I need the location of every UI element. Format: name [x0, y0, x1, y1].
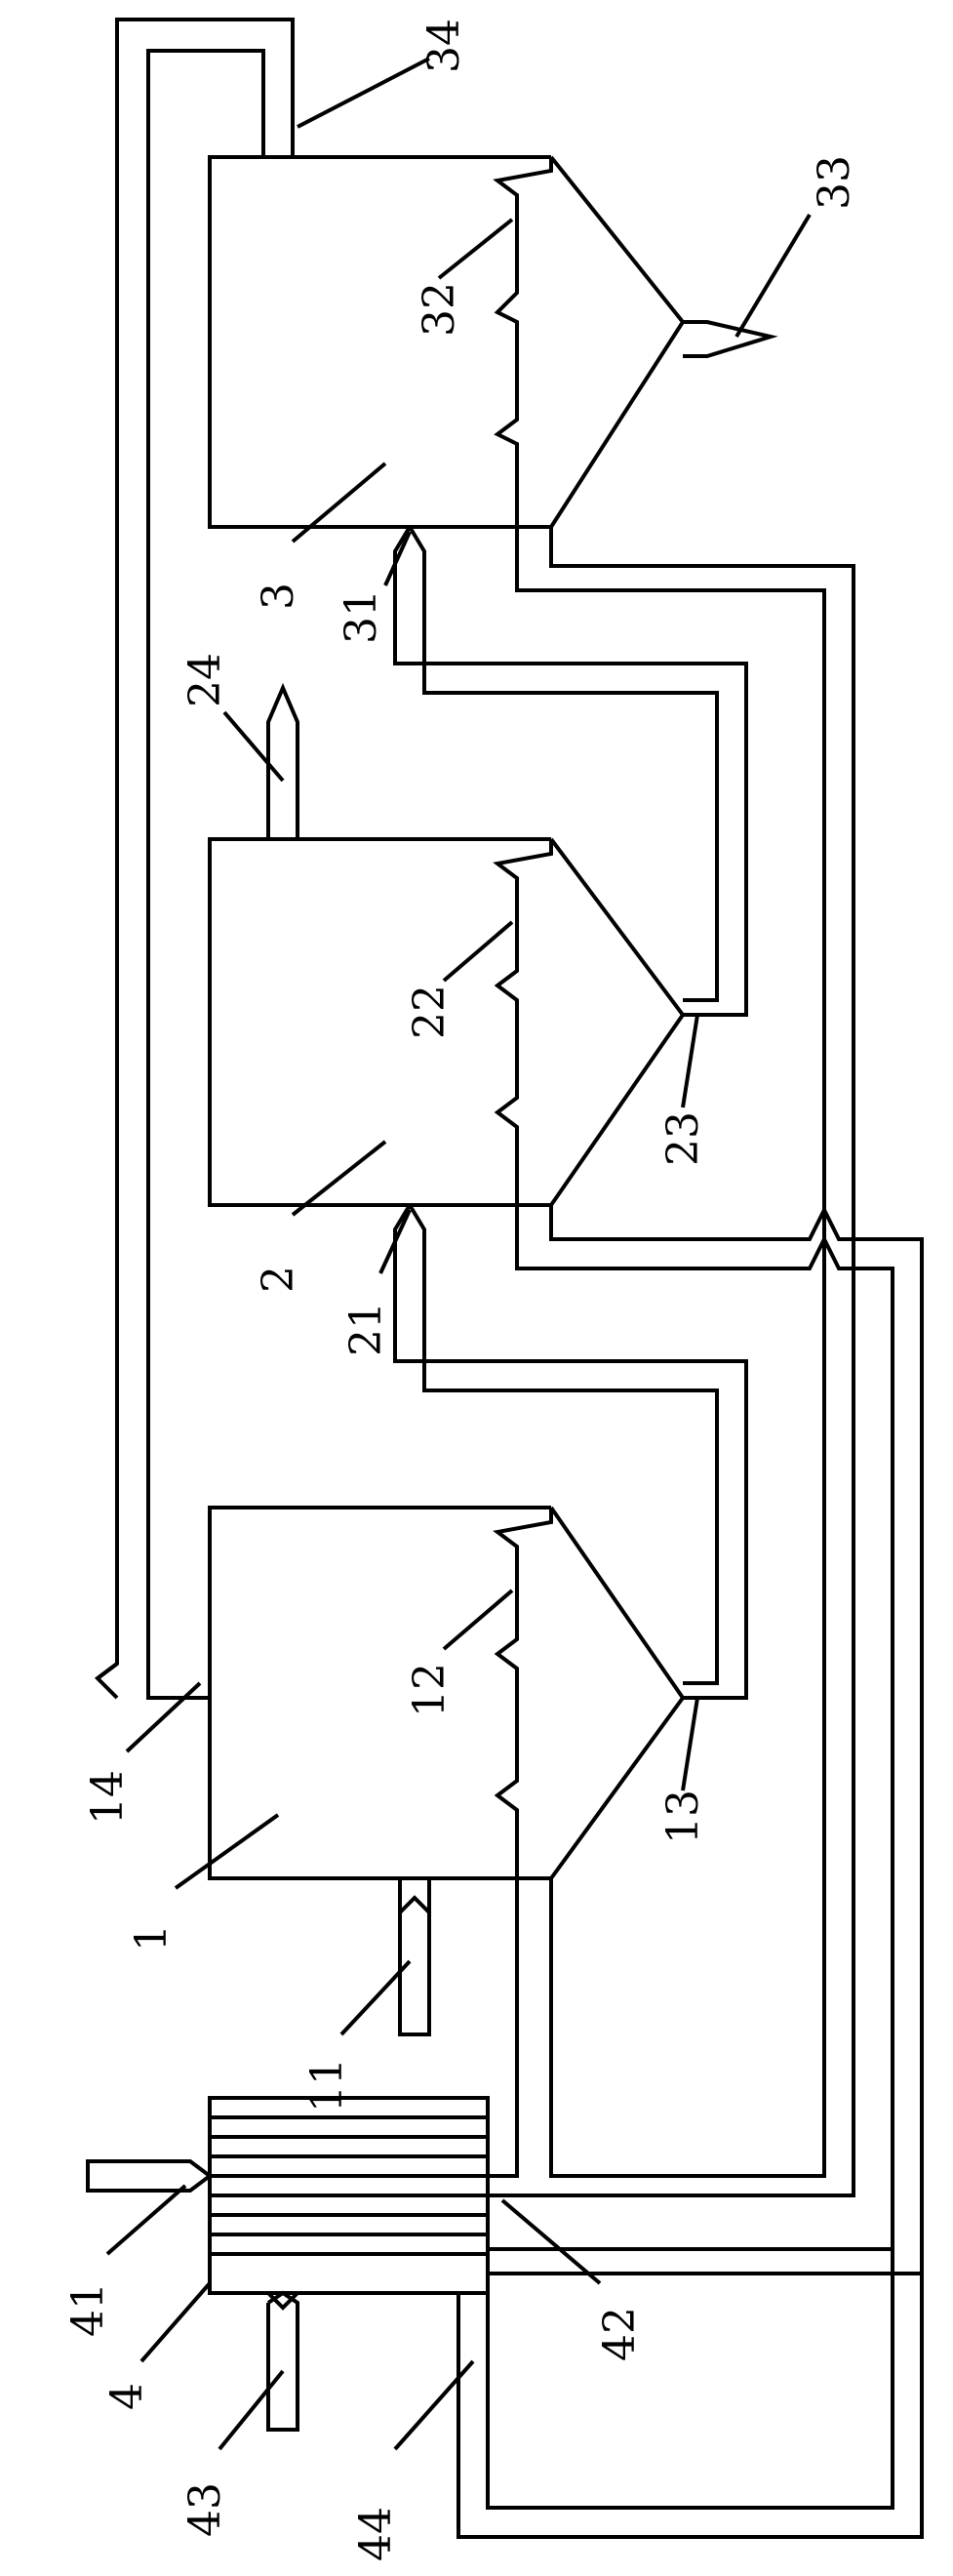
pipe-44-outer: [457, 2274, 924, 2539]
label-44: 44: [351, 2507, 401, 2561]
heat-exchanger-4: [208, 2096, 490, 2295]
outlet-14: [96, 1662, 119, 1680]
pipe-vessel-3-inner: [515, 527, 826, 2178]
label-42: 42: [595, 2307, 645, 2361]
pipe-13-21-outer: [393, 1203, 748, 1700]
label-22: 22: [405, 985, 455, 1039]
pipe-34-outer: [94, 18, 295, 1700]
label-31: 31: [337, 589, 386, 644]
label-3: 3: [254, 583, 303, 610]
outlet-33: [683, 320, 778, 358]
label-1: 1: [127, 1924, 177, 1952]
outlet-24: [266, 682, 299, 839]
pipe-44-inner: [486, 2249, 894, 2510]
label-23: 23: [658, 1111, 708, 1166]
label-13: 13: [658, 1790, 708, 1844]
label-12: 12: [405, 1663, 455, 1717]
label-4: 4: [102, 2383, 152, 2410]
label-41: 41: [63, 2282, 113, 2337]
pipe-vessel-2-inner: [488, 1205, 924, 2275]
label-2: 2: [254, 1266, 303, 1293]
separator-32: [493, 157, 553, 527]
label-33: 33: [810, 155, 859, 210]
label-11: 11: [302, 2058, 352, 2113]
label-24: 24: [180, 653, 230, 707]
labels: 34 32 33 3 31 24 22 23 2 21 12 13 14 1 1…: [63, 19, 859, 2561]
label-43: 43: [180, 2482, 230, 2537]
pipe-42-to-vessel-3: [488, 527, 855, 2197]
pipe-23-31-outer: [393, 525, 748, 1017]
inlet-41: [86, 2159, 214, 2193]
label-32: 32: [415, 282, 464, 337]
pipe-42-to-vessel-1: [488, 1878, 519, 2178]
separator-12: [493, 1508, 553, 1878]
separator-22: [493, 839, 553, 1205]
inlet-11: [398, 1878, 431, 2036]
vessel-3: [208, 155, 686, 529]
pipe-vessel-2-outer: [488, 1205, 894, 2251]
pipe-23-31-inner: [408, 525, 719, 1002]
inlet-43: [266, 2290, 299, 2432]
label-14: 14: [83, 1770, 133, 1825]
pipe-34-inner: [146, 49, 265, 1700]
pipe-13-21-inner: [408, 1203, 719, 1685]
label-21: 21: [341, 1302, 391, 1356]
label-34: 34: [419, 19, 469, 73]
leader-lines: [105, 57, 812, 2451]
